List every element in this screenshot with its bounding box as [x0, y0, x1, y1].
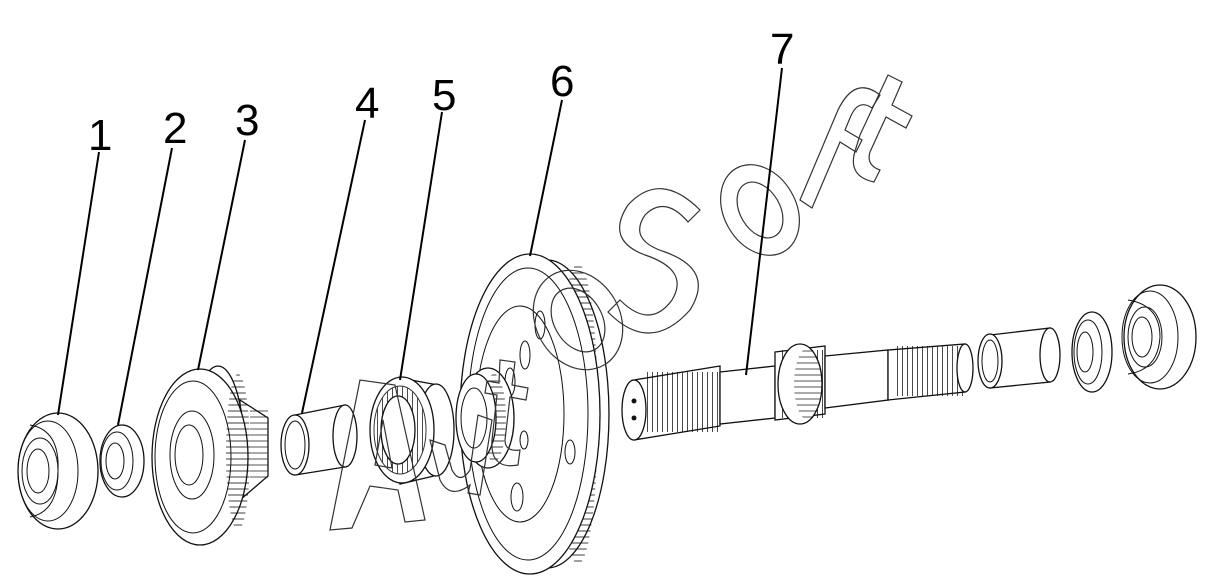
leader-line-3 — [197, 139, 246, 371]
leader-lines — [57, 67, 783, 426]
leader-line-6 — [529, 99, 563, 257]
leader-line-1 — [57, 151, 100, 416]
right-washer — [1071, 311, 1113, 393]
right-bearing — [1121, 284, 1197, 390]
leader-line-7 — [745, 67, 783, 376]
leader-line-5 — [399, 111, 443, 381]
part-7-shaft — [621, 343, 974, 441]
leader-line-4 — [301, 119, 366, 414]
callout-5: 5 — [432, 71, 456, 120]
callout-1: 1 — [88, 111, 112, 160]
part-4-bushing — [280, 404, 358, 476]
callout-3: 3 — [235, 96, 259, 145]
callout-6: 6 — [550, 57, 574, 106]
part-3-small-gear — [151, 365, 269, 546]
leader-line-2 — [117, 147, 173, 426]
part-1-bearing — [17, 412, 99, 530]
part-2-washer — [99, 424, 145, 498]
callout-7: 7 — [770, 25, 794, 74]
callout-2: 2 — [163, 104, 187, 153]
callout-4: 4 — [355, 79, 379, 128]
part-6-large-gear — [455, 253, 610, 575]
part-5-needle-bearing — [369, 376, 455, 485]
right-bushing — [977, 327, 1061, 389]
callout-labels: 1 2 3 4 5 6 7 — [88, 25, 794, 160]
autosoft-watermark — [329, 74, 913, 531]
